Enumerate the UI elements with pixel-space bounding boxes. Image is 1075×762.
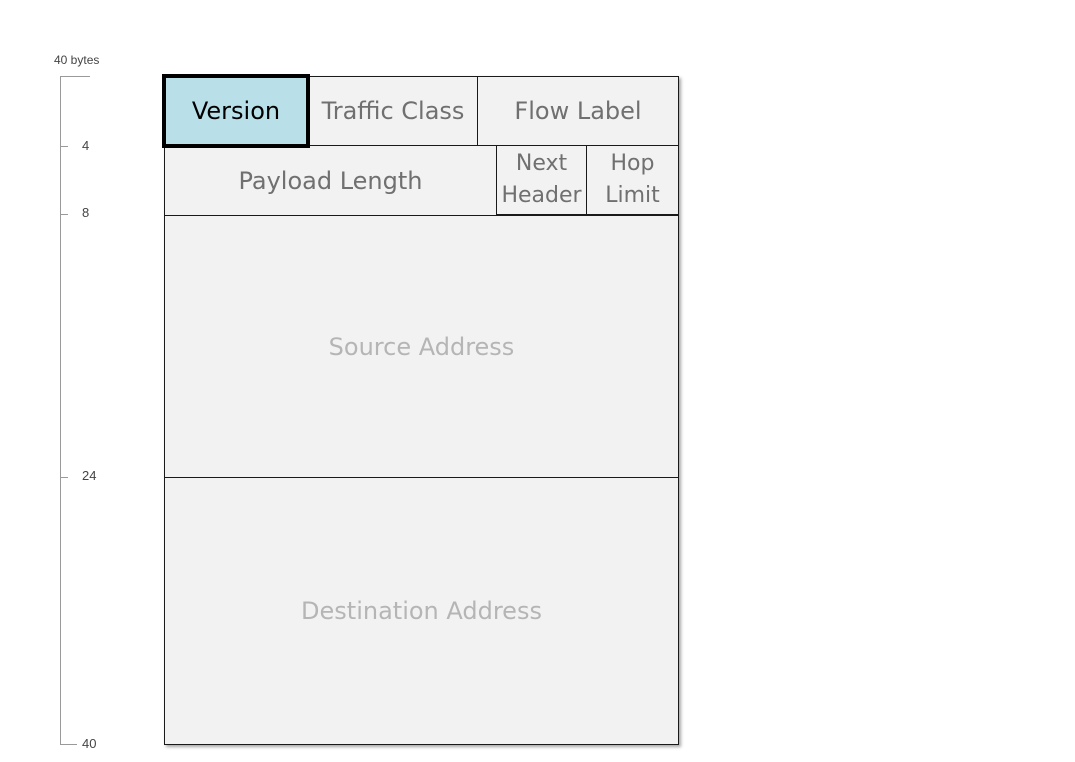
source-address-field: Source Address [164,215,679,478]
traffic-class-label: Traffic Class [321,97,465,125]
ruler-axis [60,76,61,744]
ruler-tick-label-24: 24 [82,468,97,483]
ruler-tick-label-4: 4 [82,138,90,153]
ruler-top-tick [60,76,90,77]
ruler-title: 40 bytes [54,53,100,67]
flow-label-label: Flow Label [514,97,642,125]
ruler-tick-8 [60,214,68,215]
next-header-label-line1: Next [515,151,568,176]
ipv6-header-diagram: Version Traffic Class Flow Label Payload… [162,74,679,745]
next-header-label-line2: Header [501,183,582,208]
hop-limit-field: Hop Limit [586,145,679,215]
ruler-tick-label-8: 8 [82,205,90,220]
payload-length-field: Payload Length [164,145,497,216]
version-label: Version [191,97,281,125]
payload-length-label: Payload Length [238,166,423,195]
destination-address-field: Destination Address [164,477,679,745]
version-field: Version [162,74,310,148]
next-header-field: Next Header [496,145,587,215]
destination-address-label: Destination Address [301,597,542,625]
ruler-tick-label-40: 40 [82,736,97,751]
flow-label-field: Flow Label [477,76,679,146]
traffic-class-field: Traffic Class [308,76,478,146]
source-address-label: Source Address [328,332,515,361]
ruler-tick-4 [60,146,68,147]
hop-limit-label-line2: Limit [605,183,660,208]
ruler-bottom-tick [60,744,77,745]
hop-limit-label-line1: Hop [610,151,655,176]
ruler-tick-24 [60,477,68,478]
